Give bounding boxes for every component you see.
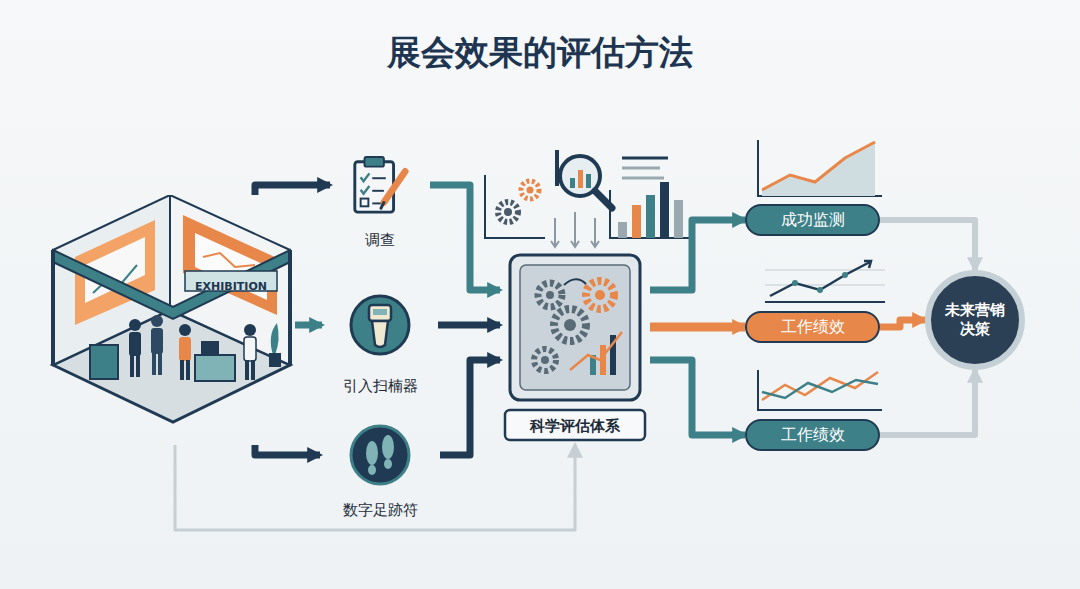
- method-icon-node: 引入扫楠器: [322, 288, 438, 398]
- label-holder: 调查: [330, 230, 430, 250]
- label-holder: 科学评估体系: [500, 416, 650, 436]
- node-label: 引入扫楠器: [343, 377, 418, 396]
- flow-arrow: [650, 220, 745, 290]
- evaluation-system-box: 科学评估体系: [500, 250, 650, 445]
- result-pill: 成功监测: [745, 204, 880, 236]
- diagram-title: 展会效果的评估方法: [0, 30, 1080, 76]
- flow-arrow: [880, 220, 975, 270]
- method-icon-node: 数字足跡符: [320, 418, 440, 522]
- method-icon: [349, 154, 411, 216]
- flow-arrow: [880, 370, 975, 435]
- analysis-illustration: [485, 150, 690, 247]
- label-holder: 数字足跡符: [320, 500, 440, 520]
- flow-arrow: [430, 185, 500, 290]
- node-label: 数字足跡符: [343, 501, 418, 520]
- method-icon: [348, 293, 412, 357]
- sign-holder: EXHIBITION: [185, 275, 277, 294]
- method-icon: [348, 423, 412, 487]
- method-icon-node: 调查: [330, 140, 430, 252]
- flow-arrow: [295, 322, 322, 329]
- node-label: 科学评估体系: [530, 417, 620, 436]
- result-pill: 工作绩效: [745, 419, 880, 451]
- node-label: 未来营销 决策: [943, 301, 1007, 340]
- node-label: EXHIBITION: [195, 280, 267, 293]
- flow-arrow: [880, 320, 925, 327]
- node-label: 工作绩效: [781, 425, 845, 446]
- exhibition-booth: EXHIBITION: [45, 195, 295, 445]
- decision-circle: 未来营销 决策: [925, 270, 1025, 370]
- label-holder: 引入扫楠器: [322, 376, 438, 396]
- flow-arrow: [440, 360, 500, 455]
- node-label: 工作绩效: [781, 317, 845, 338]
- flow-arrow: [255, 185, 330, 195]
- result-pill: 工作绩效: [745, 311, 880, 343]
- node-label: 调查: [365, 231, 395, 250]
- flow-arrow: [438, 322, 500, 329]
- flow-arrow: [255, 445, 320, 455]
- booth-illustration: [45, 195, 295, 445]
- gear-panel: [500, 250, 650, 445]
- flow-arrow: [650, 360, 745, 435]
- node-label: 成功监测: [781, 210, 845, 231]
- trend-charts: [758, 140, 885, 410]
- flow-arrow: [650, 323, 745, 332]
